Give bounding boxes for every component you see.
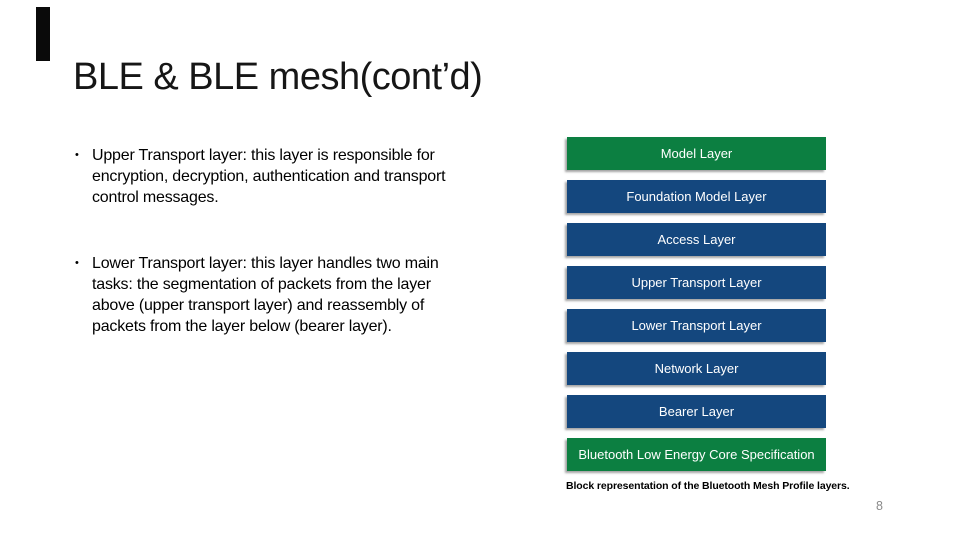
layer-block: Bluetooth Low Energy Core Specification — [567, 438, 826, 471]
layer-block: Bearer Layer — [567, 395, 826, 428]
bullet-list: • Upper Transport layer: this layer is r… — [75, 145, 535, 337]
bullet-line: above (upper transport layer) and reasse… — [92, 297, 425, 314]
corner-marker-bar — [36, 7, 50, 61]
layer-block: Upper Transport Layer — [567, 266, 826, 299]
bullet-icon: • — [75, 149, 79, 161]
page-number: 8 — [876, 499, 883, 513]
layer-block: Model Layer — [567, 137, 826, 170]
bullet-line: tasks: the segmentation of packets from … — [92, 276, 431, 293]
diagram-caption: Block representation of the Bluetooth Me… — [566, 480, 850, 492]
layer-block: Network Layer — [567, 352, 826, 385]
bullet-text-upper-transport: Upper Transport layer: this layer is res… — [92, 145, 446, 208]
list-item: • Upper Transport layer: this layer is r… — [75, 145, 535, 208]
bullet-line: Upper Transport layer: this layer is res… — [92, 147, 435, 164]
layer-block: Lower Transport Layer — [567, 309, 826, 342]
slide-title: BLE & BLE mesh(cont’d) — [73, 56, 483, 98]
bullet-icon: • — [75, 257, 79, 269]
bullet-line: packets from the layer below (bearer lay… — [92, 318, 392, 335]
bullet-line: Lower Transport layer: this layer handle… — [92, 255, 439, 272]
bullet-line: control messages. — [92, 189, 219, 206]
bullet-line: encryption, decryption, authentication a… — [92, 168, 446, 185]
list-item: • Lower Transport layer: this layer hand… — [75, 253, 535, 337]
layer-block: Foundation Model Layer — [567, 180, 826, 213]
bullet-text-lower-transport: Lower Transport layer: this layer handle… — [92, 253, 439, 337]
layer-block: Access Layer — [567, 223, 826, 256]
